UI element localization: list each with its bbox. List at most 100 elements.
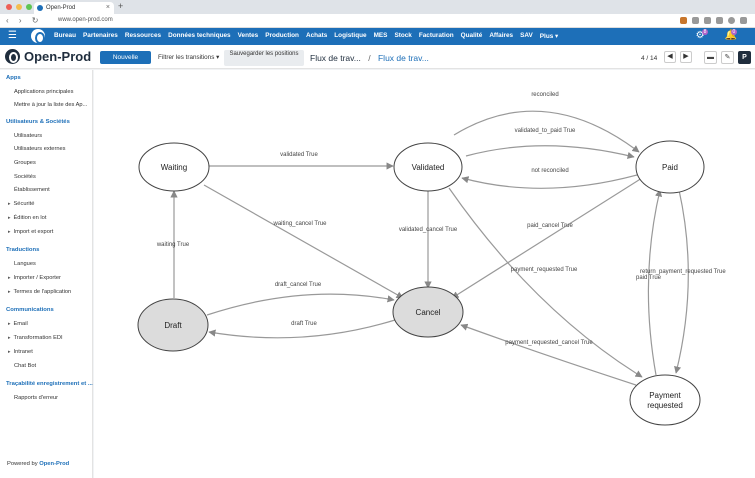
diagram-view-icon[interactable]: P — [738, 51, 751, 64]
menu-item-0[interactable]: Bureau — [54, 32, 77, 39]
menu-item-9[interactable]: Stock — [394, 32, 412, 39]
star-icon[interactable] — [692, 17, 699, 24]
edge-paid-true[interactable] — [674, 189, 689, 374]
sidebar-section-title[interactable]: Utilisateurs & Sociétés — [6, 119, 70, 125]
settings-icon[interactable]: ⚙8 — [695, 29, 709, 41]
pager-next-icon[interactable]: ▶ — [680, 51, 692, 63]
edge-draft-true[interactable] — [208, 319, 396, 339]
edge-validated-to-paid[interactable] — [465, 145, 635, 159]
state-node-label: Validated — [412, 163, 445, 172]
sidebar-item[interactable]: Sécurité — [8, 201, 35, 207]
extension-icon[interactable] — [680, 17, 687, 24]
edge-draft-cancel[interactable] — [206, 293, 395, 316]
sidebar-item[interactable]: Termes de l'application — [8, 289, 72, 295]
pager-previous-icon[interactable]: ◀ — [664, 51, 676, 63]
sidebar-item[interactable]: Utilisateurs externes — [14, 146, 66, 152]
breadcrumb-parent[interactable]: Flux de trav... — [310, 53, 361, 63]
notification-bell-icon[interactable]: 🔔0 — [724, 29, 738, 41]
state-node-label: Cancel — [416, 308, 441, 317]
sidebar-item[interactable]: Intranet — [8, 349, 33, 355]
state-node-cancel[interactable]: Cancel — [392, 286, 464, 338]
state-node-waiting[interactable]: Waiting — [138, 142, 210, 192]
edge-not-reconciled[interactable] — [461, 174, 638, 189]
menu-item-4[interactable]: Ventes — [237, 32, 259, 39]
sidebar-item[interactable]: Langues — [14, 261, 36, 267]
edge-label-waiting-cancel: waiting_cancel True — [272, 221, 327, 227]
list-view-icon[interactable]: ▬ — [704, 51, 717, 64]
sidebar-item[interactable]: Édition en lot — [8, 215, 47, 221]
puzzle-icon[interactable] — [704, 17, 711, 24]
hamburger-menu-icon[interactable]: ☰ — [8, 30, 17, 41]
sidebar-section-title[interactable]: Communications — [6, 307, 54, 313]
sidebar-section-title[interactable]: Traductions — [6, 247, 40, 253]
sidebar-item[interactable]: Groupes — [14, 160, 36, 166]
edit-view-icon[interactable]: ✎ — [721, 51, 734, 64]
workflow-diagram-svg: validated Truereconciledvalidated_to_pai… — [137, 92, 726, 426]
save-positions-button[interactable]: Sauvegarder les positions — [224, 50, 304, 66]
state-node-draft[interactable]: Draft — [137, 298, 209, 352]
filter-transitions-dropdown[interactable]: Filtrer les transitions ▾ — [158, 54, 220, 61]
pager-counter[interactable]: 4 / 14 — [641, 55, 658, 62]
powered-by-brand[interactable]: Open-Prod — [39, 461, 70, 467]
sidebar-toggle-icon[interactable] — [716, 17, 723, 24]
menu-item-13[interactable]: SAV — [520, 32, 533, 39]
menu-item-7[interactable]: Logistique — [334, 32, 367, 39]
sidebar-item[interactable]: Établissement — [14, 187, 50, 193]
new-tab-icon[interactable]: + — [118, 1, 124, 11]
new-button[interactable]: Nouvelle — [100, 51, 151, 64]
state-node-shape — [138, 142, 210, 192]
sidebar-item[interactable]: Mettre à jour la liste des Ap... — [14, 102, 88, 108]
profile-icon[interactable] — [728, 17, 735, 24]
breadcrumb-current: Flux de trav... — [377, 53, 429, 63]
menu-item-2[interactable]: Ressources — [124, 32, 162, 39]
state-node-paid[interactable]: Paid — [635, 140, 705, 194]
edge-payment-requested-true[interactable] — [448, 187, 643, 378]
brand-logo[interactable]: Open-Prod — [5, 49, 91, 64]
maximize-window-icon[interactable] — [26, 4, 32, 10]
edge-reconciled[interactable] — [453, 110, 640, 153]
edge-waiting-cancel[interactable] — [203, 184, 404, 299]
state-node-validated[interactable]: Validated — [393, 142, 463, 192]
browser-nav-icons[interactable]: ‹ › ↻ — [6, 16, 43, 25]
window-controls — [6, 4, 32, 10]
url-field[interactable]: www.open-prod.com — [58, 17, 113, 23]
sidebar-item[interactable]: Importer / Exporter — [8, 275, 61, 281]
state-node-shape — [393, 142, 463, 192]
app-logo-icon[interactable] — [31, 29, 45, 44]
menu-item-14[interactable]: Plus ▾ — [539, 33, 559, 40]
menu-item-10[interactable]: Facturation — [418, 32, 454, 39]
kebab-menu-icon[interactable] — [740, 17, 747, 24]
sidebar-item[interactable]: Import et export — [8, 229, 54, 235]
menu-item-6[interactable]: Achats — [305, 32, 328, 39]
menu-item-3[interactable]: Données techniques — [168, 32, 231, 39]
tab-close-icon[interactable]: × — [105, 4, 110, 11]
sidebar-item[interactable]: Chat Bot — [14, 363, 37, 369]
menu-item-1[interactable]: Partenaires — [83, 32, 118, 39]
state-node-label: Draft — [164, 321, 182, 330]
edge-label-draft-true: draft True — [291, 321, 317, 327]
menu-item-8[interactable]: MES — [373, 32, 388, 39]
sidebar-item[interactable]: Utilisateurs — [14, 133, 43, 139]
sidebar-item[interactable]: Rapports d'erreur — [14, 395, 59, 401]
edge-payment-requested-cancel[interactable] — [460, 323, 637, 386]
sidebar-item[interactable]: Transformation EDI — [8, 335, 63, 341]
browser-tab[interactable]: Open-Prod × — [34, 2, 114, 14]
sidebar-section-title[interactable]: Apps — [6, 75, 21, 81]
sidebar-item[interactable]: Applications principales — [14, 89, 74, 95]
edge-paid-cancel[interactable] — [451, 177, 643, 299]
sidebar-item[interactable]: Email — [8, 321, 28, 327]
state-node-label: Payment — [649, 391, 681, 400]
menu-item-5[interactable]: Production — [265, 32, 299, 39]
menu-item-12[interactable]: Affaires — [489, 32, 514, 39]
sidebar-item[interactable]: Sociétés — [14, 174, 36, 180]
browser-tab-title: Open-Prod — [46, 5, 76, 11]
edge-return-payment-requested[interactable] — [647, 189, 663, 376]
minimize-window-icon[interactable] — [16, 4, 22, 10]
menu-item-11[interactable]: Qualité — [460, 32, 483, 39]
sidebar-section-title[interactable]: Traçabilité enregistrement et ... — [6, 381, 93, 387]
notifications-badge: 0 — [730, 29, 738, 35]
close-window-icon[interactable] — [6, 4, 12, 10]
main-menu-bar: ☰ Bureau Partenaires Ressources Données tec… — [0, 28, 755, 45]
